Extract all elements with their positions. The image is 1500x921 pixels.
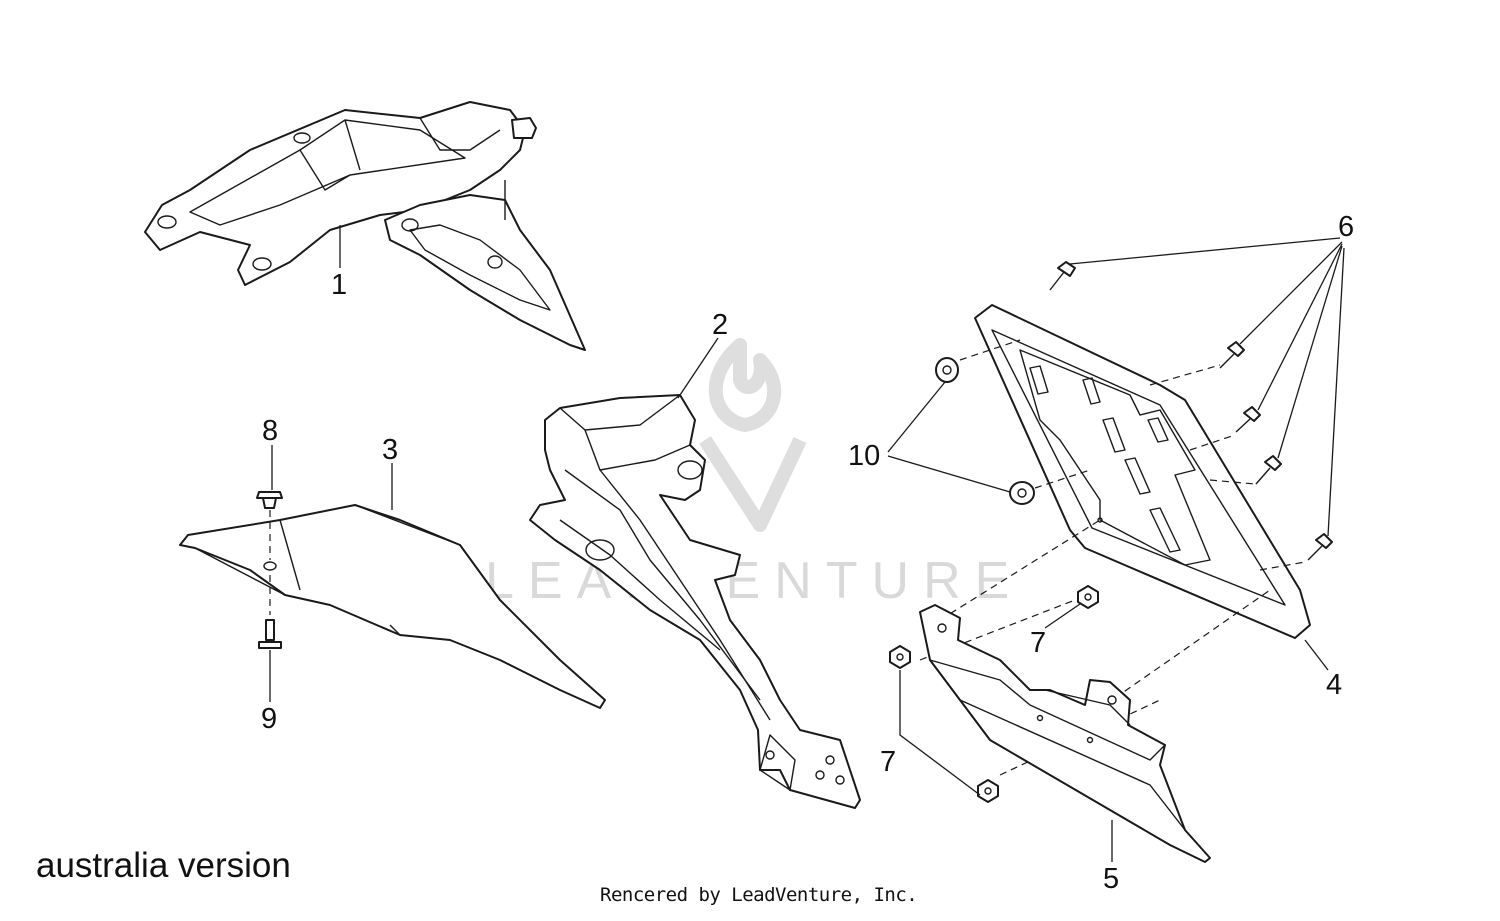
credit-label: Rencered by LeadVenture, Inc. [600, 884, 918, 906]
callout-8: 8 [262, 415, 278, 447]
callout-1: 1 [331, 269, 347, 301]
watermark-logo [699, 338, 807, 532]
part-9-rivet [258, 575, 282, 649]
callout-7-lower: 7 [880, 746, 896, 778]
part-8-rivet [256, 491, 283, 560]
callout-7-upper: 7 [1030, 627, 1046, 659]
part-2-license-bracket [529, 394, 861, 809]
part-7-nuts [889, 585, 1099, 803]
part-6-screws [1049, 261, 1333, 561]
version-label: australia version [36, 846, 291, 885]
part-4-plate-frame [974, 304, 1311, 639]
part-10-washers [935, 357, 1035, 505]
callout-9: 9 [261, 703, 277, 735]
callout-6: 6 [1338, 211, 1354, 243]
watermark-text: LEADVENTURE [485, 552, 1023, 610]
callout-10: 10 [848, 440, 880, 472]
callout-2: 2 [712, 309, 728, 341]
part-1-rear-fender [144, 101, 586, 351]
callout-3: 3 [382, 434, 398, 466]
callout-5: 5 [1103, 863, 1119, 895]
callout-4: 4 [1326, 669, 1342, 701]
part-3-splash-guard [179, 504, 606, 709]
part-5-reflector-bracket [919, 604, 1211, 863]
